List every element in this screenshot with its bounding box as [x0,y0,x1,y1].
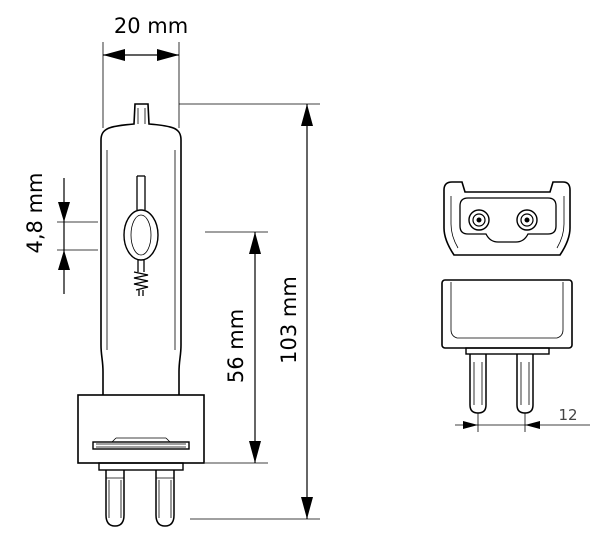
lamp-base [77,394,205,471]
pinch-dimension: 4,8 mm [23,173,98,294]
lamp-side-view [77,103,205,527]
lamp-bulb-outline [100,103,182,395]
length-label: 103 mm [277,276,301,364]
lcl-dimension: 56 mm [205,231,268,464]
pin-spacing-label: 12 [558,406,577,424]
arc-tube [123,175,159,296]
lcl-label: 56 mm [224,309,248,383]
width-label: 20 mm [114,14,188,38]
base-front-view [441,279,573,414]
base-bottom-view [443,181,571,256]
width-dimension: 20 mm [102,14,188,128]
length-dimension: 103 mm [179,103,320,520]
lamp-pins [105,470,175,527]
pinch-label: 4,8 mm [23,173,47,254]
pin-spacing-dimension: 12 [455,406,590,432]
